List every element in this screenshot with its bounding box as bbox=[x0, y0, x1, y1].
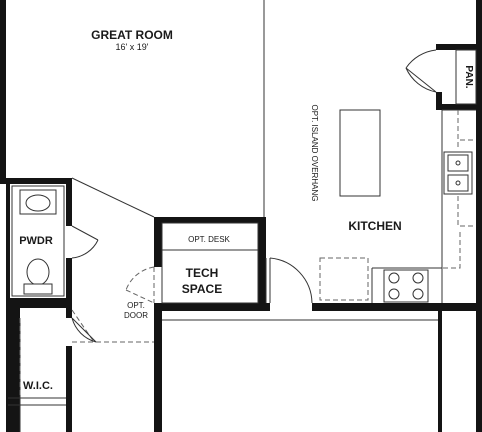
great-room-label: GREAT ROOM bbox=[91, 28, 173, 42]
wall-pantry-left bbox=[436, 92, 442, 110]
wall-powder-bottom bbox=[6, 298, 72, 308]
great-room-dims: 16' x 19' bbox=[116, 42, 149, 52]
labels: GREAT ROOM 16' x 19' KITCHEN PAN. PWDR T… bbox=[19, 28, 474, 392]
kitchen-island bbox=[339, 109, 381, 197]
wall-left-exterior bbox=[0, 0, 6, 178]
powder-label: PWDR bbox=[19, 235, 53, 247]
dashed-lines bbox=[19, 110, 476, 398]
doors bbox=[71, 49, 437, 343]
opt-door-label-line1: OPT. bbox=[127, 301, 145, 310]
wall-kitchen-bottom bbox=[312, 303, 482, 311]
wall-lower-center bbox=[154, 311, 162, 432]
wall-wic-right bbox=[66, 346, 72, 432]
wall-tech-left bbox=[154, 217, 162, 267]
opt-desk-label: OPT. DESK bbox=[188, 235, 230, 244]
wall-powder-top bbox=[0, 178, 72, 184]
toilet-tank-icon bbox=[23, 283, 53, 295]
wic-label: W.I.C. bbox=[23, 380, 53, 392]
wall-tech-right bbox=[258, 217, 266, 309]
wall-powder-right bbox=[66, 184, 72, 226]
toilet-icon bbox=[26, 258, 50, 286]
pantry-label: PAN. bbox=[463, 65, 474, 88]
kitchen-label: KITCHEN bbox=[348, 219, 401, 233]
opt-door-label-line2: DOOR bbox=[124, 311, 148, 320]
thin-lines bbox=[8, 0, 477, 432]
wall-right-exterior bbox=[476, 0, 482, 432]
fixtures bbox=[19, 109, 473, 303]
wall-kitchen-bottom-left bbox=[266, 303, 270, 311]
basin-icon bbox=[25, 194, 51, 212]
wall-wic-left bbox=[6, 308, 20, 432]
wall-pantry-top bbox=[436, 44, 482, 50]
wall-lower-divider bbox=[438, 311, 442, 432]
wall-pantry-bottom bbox=[436, 104, 482, 110]
wall-tech-top bbox=[154, 217, 264, 223]
tech-space-label-line2: SPACE bbox=[182, 282, 222, 296]
wall-powder-right-lower bbox=[66, 258, 72, 318]
tech-space-label-line1: TECH bbox=[186, 266, 219, 280]
wall-tech-bottom bbox=[154, 303, 266, 311]
island-overhang-label: OPT. ISLAND OVERHANG bbox=[310, 105, 319, 202]
